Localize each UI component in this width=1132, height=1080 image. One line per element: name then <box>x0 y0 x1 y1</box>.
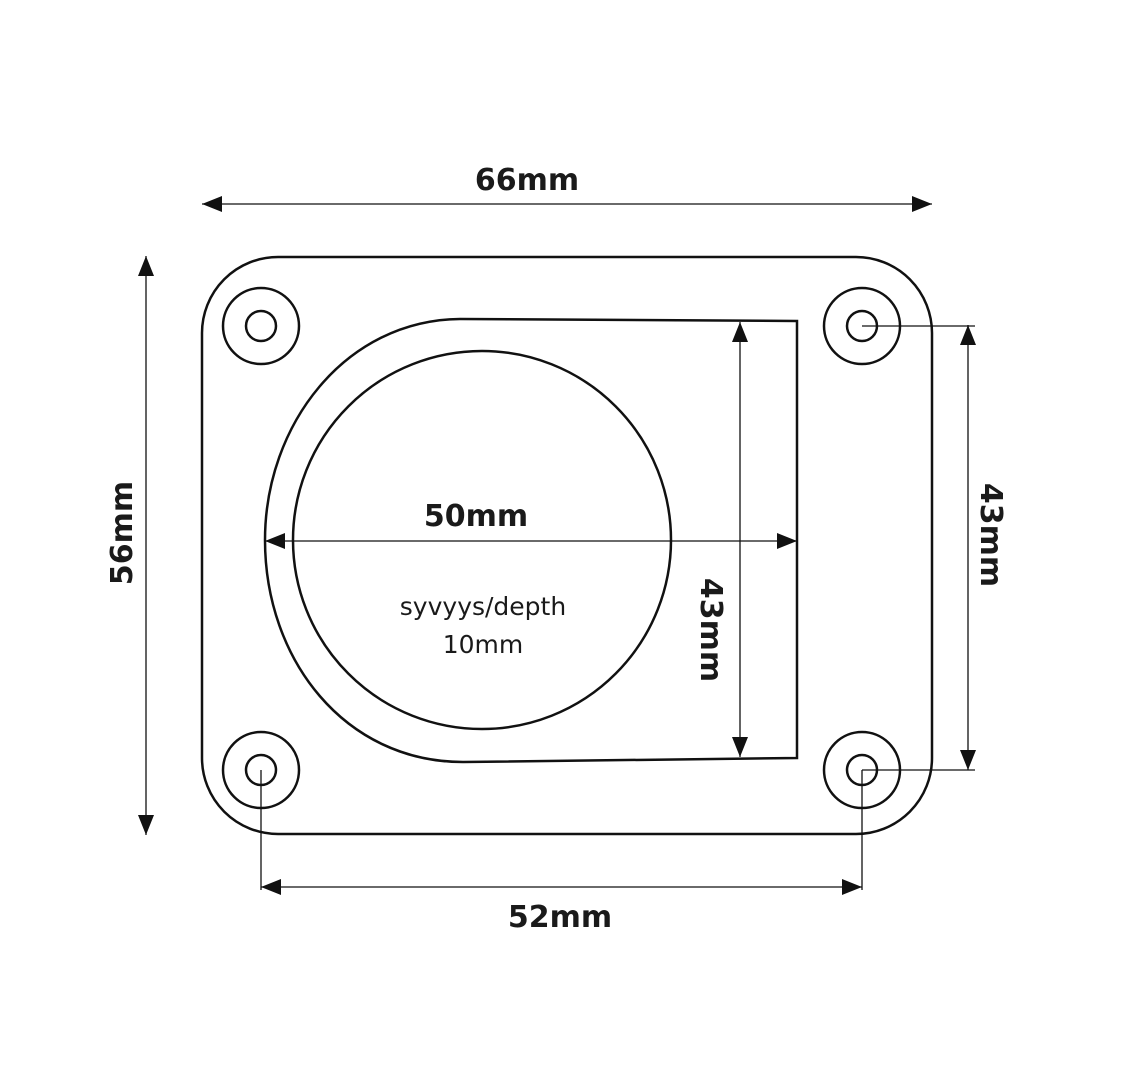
depth-label: syvyys/depth <box>400 592 566 621</box>
plate-outline <box>200 255 934 836</box>
mounting-holes <box>221 286 902 810</box>
dim-label-pocket-width: 50mm <box>424 499 528 534</box>
dim-label-overall-height: 56mm <box>105 481 140 585</box>
dim-label-pocket-height: 43mm <box>693 578 728 682</box>
hole-top-left <box>221 286 301 366</box>
depth-value: 10mm <box>443 630 524 659</box>
dim-label-overall-width: 66mm <box>475 163 579 198</box>
dim-label-hole-horizontal: 52mm <box>508 900 612 935</box>
inner-circle <box>291 349 673 731</box>
dim-label-hole-vertical: 43mm <box>973 483 1008 587</box>
